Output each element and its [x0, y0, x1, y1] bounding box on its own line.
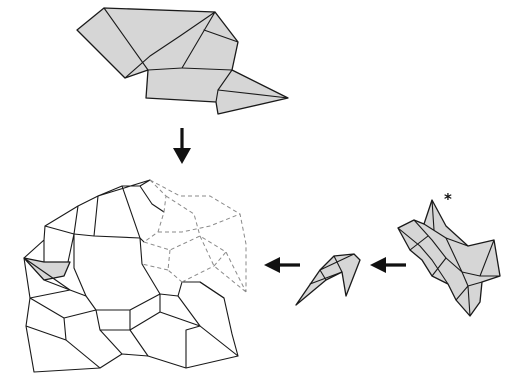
annotation-asterisk: *: [444, 190, 452, 208]
large-folded-form: [23, 179, 247, 373]
arrow-left-icon: [370, 257, 406, 273]
arrow-down-icon: [173, 128, 191, 164]
right-folded-piece: [397, 199, 501, 317]
arrow-left-icon: [264, 257, 300, 273]
small-folded-piece: [295, 253, 361, 306]
top-folded-piece: [76, 7, 289, 115]
